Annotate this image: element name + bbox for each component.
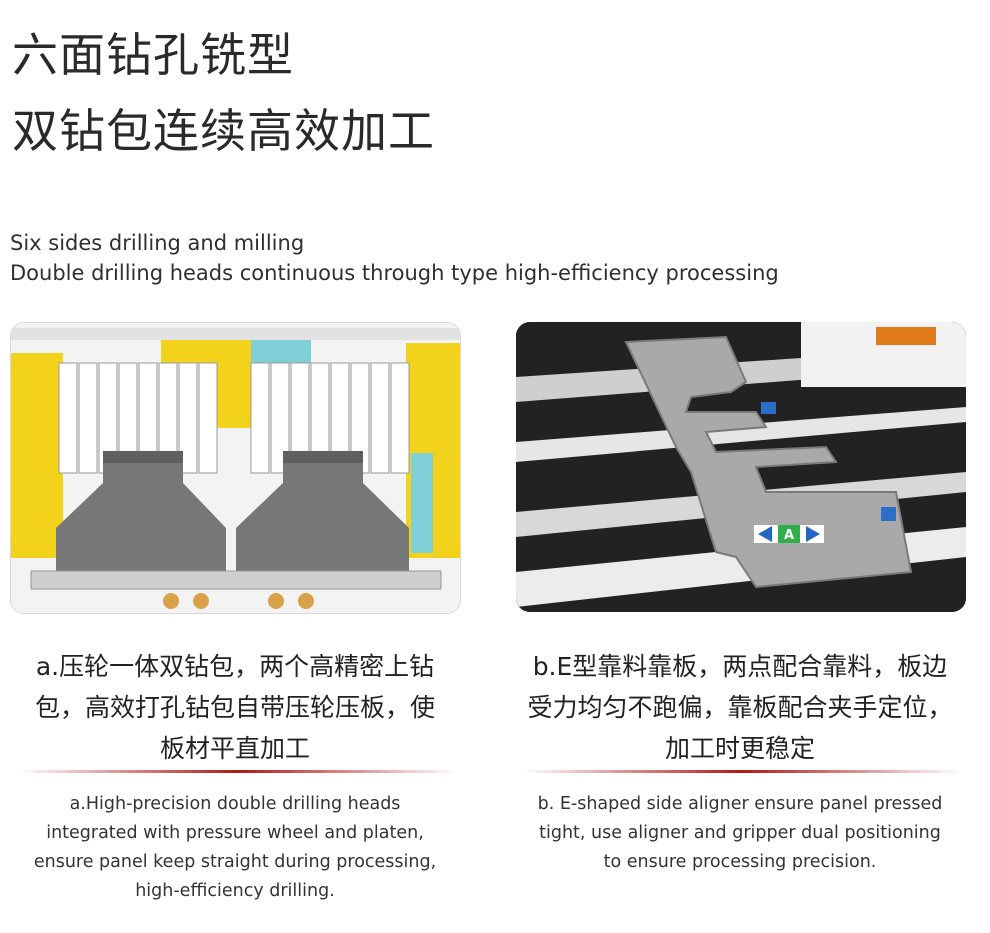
feature-a-en-line3: ensure panel keep straight during proces…: [33, 852, 437, 872]
feature-a-en-line1: a.High-precision double drilling heads: [69, 794, 401, 814]
subtitle-line2: Double drilling heads continuous through…: [10, 261, 779, 285]
side-aligner-image: A: [516, 322, 966, 612]
feature-b-divider: [522, 770, 962, 773]
feature-b-cn-line1: b.E型靠料靠板，两点配合靠料，板边: [532, 652, 948, 681]
feature-a-cn-line2: 包，高效打孔钻包自带压轮压板，使: [34, 693, 435, 722]
page-title-line2: 双钻包连续高效加工: [12, 104, 435, 158]
page-title-line1: 六面钻孔铣型: [12, 28, 294, 82]
feature-b-en-line3: to ensure processing precision.: [603, 852, 877, 872]
feature-b-en-line2: tight, use aligner and gripper dual posi…: [539, 823, 941, 843]
feature-b-en-line1: b. E-shaped side aligner ensure panel pr…: [537, 794, 943, 814]
feature-a-divider: [18, 770, 458, 773]
feature-a-en-line4: high-efficiency drilling.: [135, 881, 335, 901]
feature-a-cn-caption: a.压轮一体双钻包，两个高精密上钻 包，高效打孔钻包自带压轮压板，使 板材平直加…: [0, 646, 470, 769]
feature-a-cn-line1: a.压轮一体双钻包，两个高精密上钻: [35, 652, 435, 681]
drilling-heads-image: [10, 322, 461, 614]
aligner-badge: A: [784, 528, 794, 543]
feature-a-en-line2: integrated with pressure wheel and plate…: [46, 823, 424, 843]
feature-b-en-caption: b. E-shaped side aligner ensure panel pr…: [505, 790, 975, 877]
feature-b-cn-caption: b.E型靠料靠板，两点配合靠料，板边 受力均匀不跑偏，靠板配合夹手定位， 加工时…: [505, 646, 975, 769]
feature-b-cn-line2: 受力均匀不跑偏，靠板配合夹手定位，: [527, 693, 953, 722]
feature-b-cn-line3: 加工时更稳定: [664, 734, 815, 763]
feature-a-cn-line3: 板材平直加工: [159, 734, 310, 763]
feature-a-en-caption: a.High-precision double drilling heads i…: [0, 790, 470, 906]
subtitle-line1: Six sides drilling and milling: [10, 231, 305, 255]
